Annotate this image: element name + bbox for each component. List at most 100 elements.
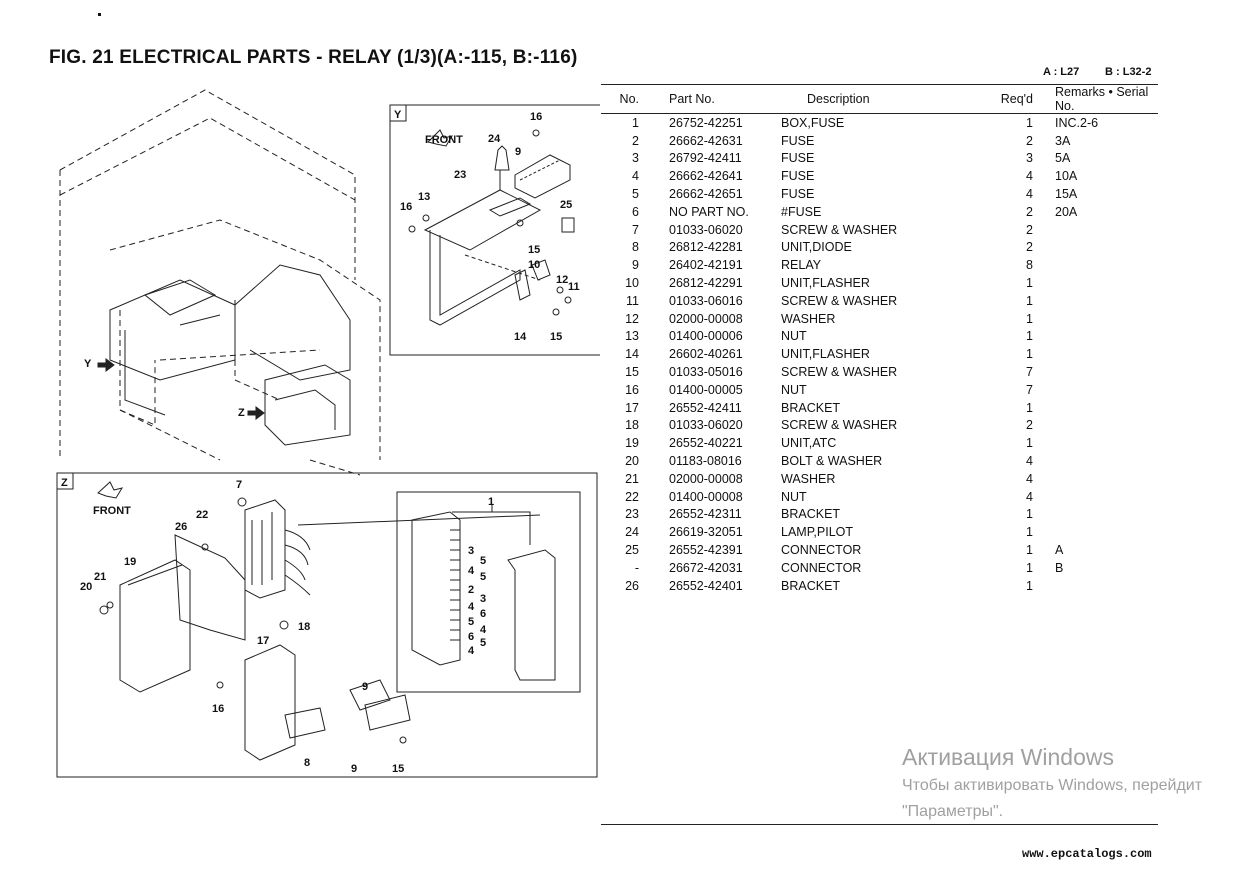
pin-label: 4 (468, 645, 475, 657)
cell-reqd: 1 (1026, 525, 1033, 540)
cell-description: UNIT,FLASHER (781, 276, 870, 291)
cell-reqd: 4 (1026, 471, 1033, 486)
cell-description: FUSE (781, 187, 815, 202)
cell-part-no: 26662-42631 (669, 133, 743, 148)
cell-remarks (1051, 434, 1158, 452)
pin-label: 5 (480, 555, 486, 567)
cell-remarks (1051, 239, 1158, 257)
cell-no: 25 (625, 543, 639, 558)
header-part-no: Part No. (653, 84, 777, 114)
cell-remarks (1051, 381, 1158, 399)
callout: 15 (528, 244, 540, 256)
cell-no: 26 (625, 578, 639, 593)
header-remarks: Remarks • Serial No. (1051, 84, 1158, 114)
pin-label: 3 (480, 593, 486, 605)
bottom-rule (601, 824, 1158, 825)
cell-description: NUT (781, 329, 807, 344)
cell-part-no: 01033-06020 (669, 418, 743, 433)
cell-part-no: 26792-42411 (669, 151, 742, 166)
cell-remarks: 20A (1055, 204, 1078, 219)
arrow-y-label: Y (84, 358, 92, 370)
header-no: No. (601, 84, 653, 114)
cell-reqd: 1 (1026, 543, 1033, 558)
cell-description: FUSE (781, 151, 815, 166)
table-header-row: No. Part No. Description Req'd Remarks •… (601, 84, 1158, 114)
activation-watermark-title: Активация Windows (902, 744, 1114, 770)
callout: 17 (257, 635, 269, 647)
cell-no: 3 (632, 151, 639, 166)
cell-no: 23 (625, 507, 639, 522)
front-label-y: FRONT (425, 134, 463, 146)
model-a-label: A : L27 (1043, 66, 1080, 78)
cell-reqd: 1 (1026, 507, 1033, 522)
cell-no: 6 (632, 204, 639, 219)
callout: 21 (94, 571, 106, 583)
cell-no: 20 (625, 454, 639, 469)
cell-description: LAMP,PILOT (781, 525, 854, 540)
cell-no: 5 (632, 187, 639, 202)
cell-no: 2 (632, 133, 639, 148)
cell-part-no: 26812-42291 (669, 276, 743, 291)
callout: 11 (568, 281, 580, 293)
cell-part-no: 26552-42411 (669, 400, 742, 415)
cell-no: 21 (625, 471, 639, 486)
cell-description: BRACKET (781, 400, 841, 415)
cell-reqd: 2 (1026, 133, 1033, 148)
cell-no: 15 (625, 365, 639, 380)
cell-remarks (1051, 274, 1158, 292)
arrow-z-label: Z (238, 407, 245, 419)
cell-reqd: 4 (1026, 187, 1033, 202)
cell-description: FUSE (781, 169, 815, 184)
cell-description: BOLT & WASHER (781, 454, 883, 469)
cell-part-no: 26619-32051 (669, 525, 743, 540)
cell-no: 24 (625, 525, 639, 540)
pin-label: 6 (480, 608, 486, 620)
cell-no: 9 (632, 258, 639, 273)
cell-description: SCREW & WASHER (781, 222, 898, 237)
cell-remarks: 3A (1055, 133, 1071, 148)
cell-part-no: 01400-00008 (669, 489, 743, 504)
cell-part-no: 02000-00008 (669, 471, 743, 486)
stray-dot (98, 13, 101, 16)
cell-description: CONNECTOR (781, 543, 862, 558)
cell-remarks: 5A (1055, 151, 1071, 166)
cell-description: SCREW & WASHER (781, 418, 898, 433)
cell-reqd: 2 (1026, 240, 1033, 255)
callout: 18 (298, 621, 310, 633)
cell-no: 17 (625, 400, 639, 415)
exploded-diagram: Y FRONT Y Z Z FRONT 16 24 9 23 13 16 25 … (56, 89, 600, 778)
cell-remarks: 15A (1055, 187, 1078, 202)
cell-remarks (1051, 470, 1158, 488)
pin-label: 4 (468, 565, 475, 577)
cell-no: 19 (625, 436, 639, 451)
cell-part-no: 26552-40221 (669, 436, 743, 451)
cell-description: #FUSE (781, 204, 822, 219)
cell-no: 22 (625, 489, 639, 504)
cell-remarks: INC.2-6 (1055, 115, 1099, 130)
cell-reqd: 7 (1026, 365, 1033, 380)
cell-part-no: 26672-42031 (669, 560, 743, 575)
cell-reqd: 1 (1026, 311, 1033, 326)
cell-no: - (634, 560, 639, 575)
callout: 16 (212, 703, 224, 715)
callout: 15 (550, 331, 562, 343)
cell-part-no: NO PART NO. (669, 204, 749, 219)
cell-description: SCREW & WASHER (781, 293, 898, 308)
cell-remarks (1051, 292, 1158, 310)
pin-label: 3 (468, 545, 474, 557)
cell-part-no: 26552-42311 (669, 507, 742, 522)
cell-remarks (1051, 310, 1158, 328)
pin-label: 4 (468, 601, 475, 613)
